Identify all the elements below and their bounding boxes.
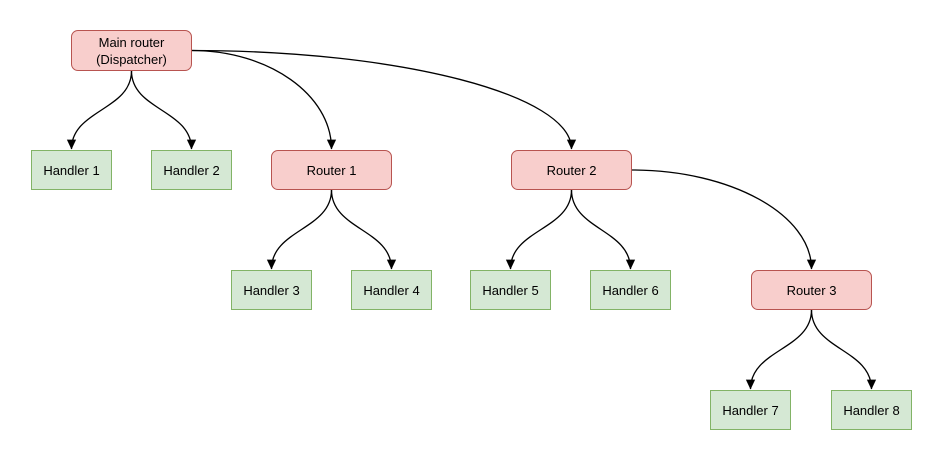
node-label: Router 1 bbox=[306, 162, 357, 178]
edge-main-router-to-handler-1 bbox=[66, 70, 133, 150]
node-handler-1: Handler 1 bbox=[31, 150, 112, 190]
node-label: Main router (Dispatcher) bbox=[96, 34, 167, 67]
node-label: Handler 1 bbox=[43, 162, 100, 178]
node-handler-3: Handler 3 bbox=[231, 270, 312, 310]
node-label: Handler 5 bbox=[482, 282, 539, 298]
node-router-1: Router 1 bbox=[271, 150, 392, 190]
edge-main-router-to-router-2 bbox=[191, 49, 577, 150]
node-handler-5: Handler 5 bbox=[470, 270, 551, 310]
node-handler-2: Handler 2 bbox=[151, 150, 232, 190]
edge-router-1-to-handler-3 bbox=[266, 189, 333, 270]
node-handler-4: Handler 4 bbox=[351, 270, 432, 310]
edge-router-1-to-handler-4 bbox=[330, 189, 397, 270]
node-label: Handler 6 bbox=[602, 282, 659, 298]
node-main-router: Main router (Dispatcher) bbox=[71, 30, 192, 71]
edge-router-2-to-handler-5 bbox=[505, 189, 573, 270]
node-router-3: Router 3 bbox=[751, 270, 872, 310]
edge-router-3-to-handler-8 bbox=[810, 309, 877, 390]
node-label: Handler 7 bbox=[722, 402, 779, 418]
node-label: Handler 4 bbox=[363, 282, 420, 298]
node-label: Handler 3 bbox=[243, 282, 300, 298]
node-handler-8: Handler 8 bbox=[831, 390, 912, 430]
node-label: Router 3 bbox=[786, 282, 837, 298]
node-label: Handler 2 bbox=[163, 162, 220, 178]
node-label: Router 2 bbox=[546, 162, 597, 178]
edge-main-router-to-router-1 bbox=[191, 49, 337, 150]
node-handler-6: Handler 6 bbox=[590, 270, 671, 310]
edge-router-2-to-router-3 bbox=[631, 169, 817, 270]
node-handler-7: Handler 7 bbox=[710, 390, 791, 430]
edge-main-router-to-handler-2 bbox=[130, 70, 197, 150]
node-label: Handler 8 bbox=[843, 402, 900, 418]
node-router-2: Router 2 bbox=[511, 150, 632, 190]
edge-router-2-to-handler-6 bbox=[570, 189, 636, 270]
edge-router-3-to-handler-7 bbox=[745, 309, 813, 390]
